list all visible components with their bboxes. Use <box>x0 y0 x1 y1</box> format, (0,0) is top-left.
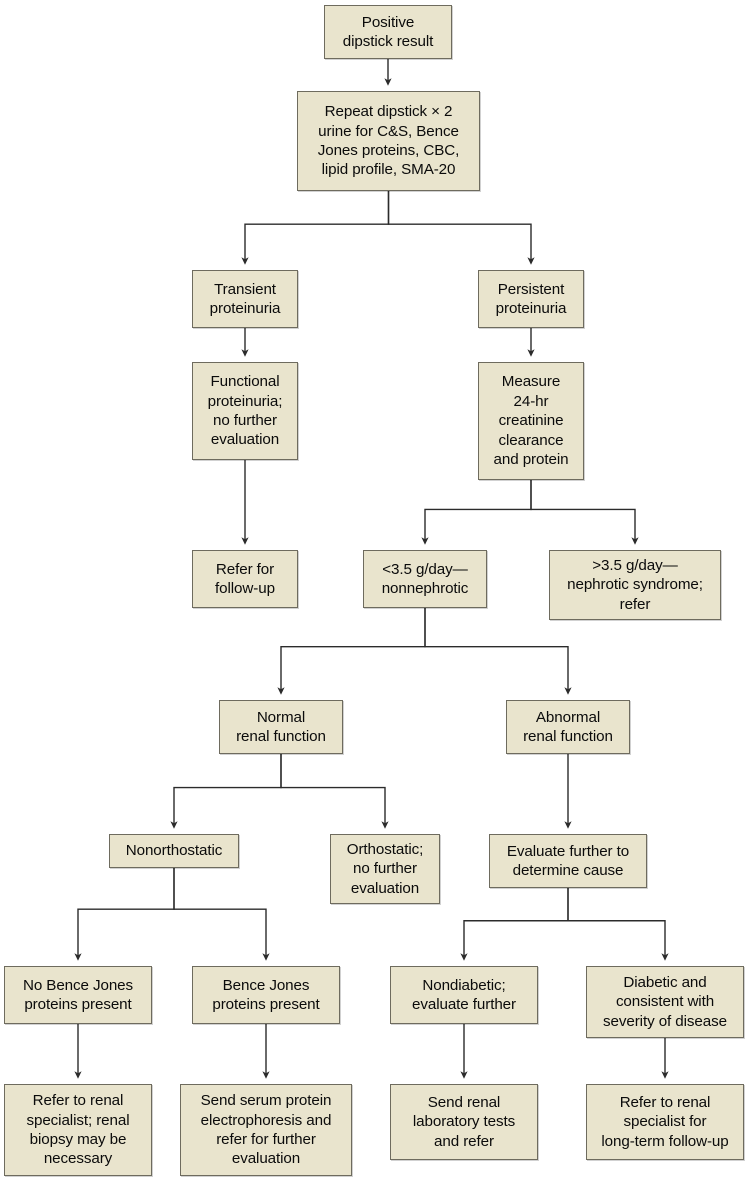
edge-measure-to-nephrotic <box>530 480 639 545</box>
node-positive-dipstick-result[interactable]: Positive dipstick result <box>324 5 452 59</box>
node-label: Functional proteinuria; no further evalu… <box>207 373 283 449</box>
node-functional-proteinuria[interactable]: Functional proteinuria; no further evalu… <box>192 362 298 460</box>
node-repeat-dipstick[interactable]: Repeat dipstick × 2 urine for C&S, Bence… <box>297 91 480 191</box>
edge-nonnephrotic-to-abnormal <box>424 608 572 695</box>
edge-normal-to-nonorthostatic <box>170 754 282 829</box>
node-nephrotic-syndrome[interactable]: >3.5 g/day— nephrotic syndrome; refer <box>549 550 721 620</box>
node-label: <3.5 g/day— nonnephrotic <box>381 560 469 597</box>
node-label: Normal renal function <box>236 708 326 745</box>
edge-measure-to-nonnephrotic <box>421 480 532 545</box>
node-label: Diabetic and consistent with severity of… <box>603 973 727 1030</box>
node-evaluate-further-determine-cause[interactable]: Evaluate further to determine cause <box>489 834 647 888</box>
node-no-bence-jones-proteins-present[interactable]: No Bence Jones proteins present <box>4 966 152 1024</box>
node-abnormal-renal-function[interactable]: Abnormal renal function <box>506 700 630 754</box>
node-refer-renal-specialist-biopsy[interactable]: Refer to renal specialist; renal biopsy … <box>4 1084 152 1176</box>
node-label: >3.5 g/day— nephrotic syndrome; refer <box>567 556 703 613</box>
node-normal-renal-function[interactable]: Normal renal function <box>219 700 343 754</box>
node-send-renal-lab-tests[interactable]: Send renal laboratory tests and refer <box>390 1084 538 1160</box>
edge-nonnephrotic-to-normal <box>277 608 426 695</box>
node-label: Measure 24-hr creatinine clearance and p… <box>493 373 569 469</box>
node-refer-for-follow-up[interactable]: Refer for follow-up <box>192 550 298 608</box>
node-persistent-proteinuria[interactable]: Persistent proteinuria <box>478 270 584 328</box>
node-nonnephrotic-range[interactable]: <3.5 g/day— nonnephrotic <box>363 550 487 608</box>
node-label: Orthostatic; no further evaluation <box>346 840 424 897</box>
node-refer-renal-specialist-longterm[interactable]: Refer to renal specialist for long-term … <box>586 1084 744 1160</box>
node-label: Refer to renal specialist for long-term … <box>601 1093 729 1150</box>
node-nondiabetic-evaluate-further[interactable]: Nondiabetic; evaluate further <box>390 966 538 1024</box>
edge-evaluate-to-diabetic <box>567 888 669 961</box>
node-label: No Bence Jones proteins present <box>22 976 134 1013</box>
node-label: Send serum protein electrophoresis and r… <box>200 1092 332 1168</box>
node-label: Positive dipstick result <box>342 13 434 50</box>
node-nonorthostatic[interactable]: Nonorthostatic <box>109 834 239 868</box>
node-label: Evaluate further to determine cause <box>506 842 630 879</box>
node-send-serum-protein-electrophoresis[interactable]: Send serum protein electrophoresis and r… <box>180 1084 352 1176</box>
edge-nonorthostatic-to-bence <box>173 868 270 961</box>
edge-normal-to-orthostatic <box>280 754 389 829</box>
edge-repeat-to-persistent <box>387 191 535 265</box>
node-diabetic-consistent-severity[interactable]: Diabetic and consistent with severity of… <box>586 966 744 1038</box>
node-label: Transient proteinuria <box>209 280 281 317</box>
node-label: Repeat dipstick × 2 urine for C&S, Bence… <box>317 103 460 179</box>
node-label: Nonorthostatic <box>125 842 223 860</box>
node-label: Refer for follow-up <box>215 560 275 597</box>
edge-repeat-to-transient <box>241 191 390 265</box>
node-label: Refer to renal specialist; renal biopsy … <box>26 1092 130 1168</box>
edge-evaluate-to-nondiabetic <box>460 888 569 961</box>
node-transient-proteinuria[interactable]: Transient proteinuria <box>192 270 298 328</box>
edge-nonorthostatic-to-no-bence <box>74 868 175 961</box>
node-label: Nondiabetic; evaluate further <box>412 976 516 1013</box>
node-measure-24hr-creatinine[interactable]: Measure 24-hr creatinine clearance and p… <box>478 362 584 480</box>
node-label: Persistent proteinuria <box>495 280 567 317</box>
node-label: Abnormal renal function <box>523 708 613 745</box>
node-label: Bence Jones proteins present <box>212 976 320 1013</box>
node-orthostatic-no-further-eval[interactable]: Orthostatic; no further evaluation <box>330 834 440 904</box>
node-label: Send renal laboratory tests and refer <box>412 1093 516 1150</box>
node-bence-jones-proteins-present[interactable]: Bence Jones proteins present <box>192 966 340 1024</box>
